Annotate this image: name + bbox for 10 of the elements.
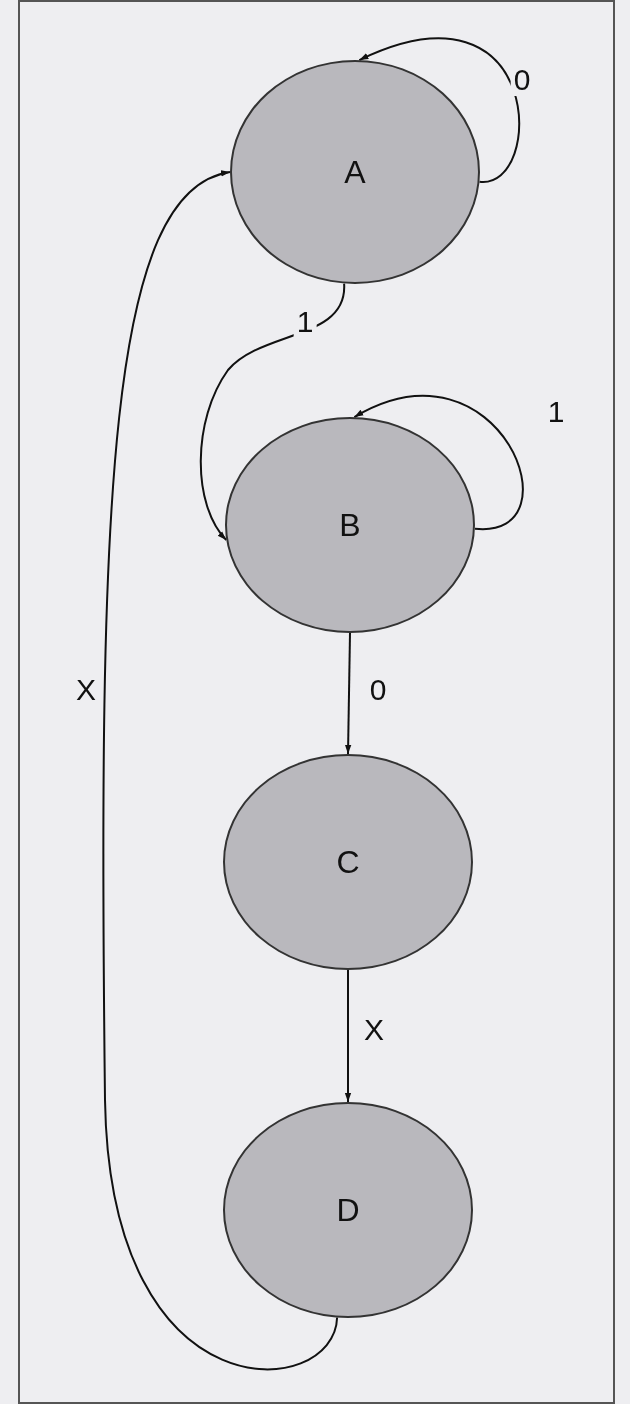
transition-arrow (102, 171, 339, 1370)
transition-arrow (345, 632, 352, 755)
state-label: A (344, 153, 366, 191)
transition-arrow (358, 37, 520, 183)
transition-arrow (344, 969, 352, 1103)
transition-arrow (353, 394, 524, 530)
transition-arrow (199, 282, 346, 542)
state-label: D (336, 1191, 360, 1229)
state-label: C (336, 843, 360, 881)
state-label: B (339, 506, 361, 544)
